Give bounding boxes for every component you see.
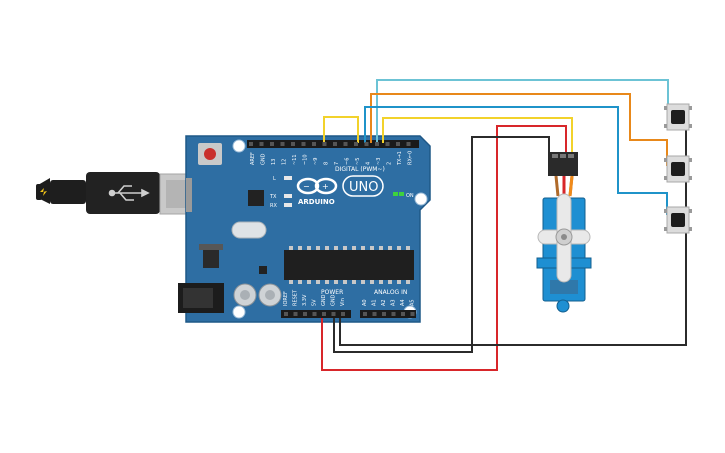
digital-pin-label-2: 13 [271, 159, 277, 165]
arduino-uno-board[interactable]: L TX RX ON − + ARDUINO UNO AREF GND 13 12 ~1… [178, 135, 431, 323]
pushbutton-middle[interactable] [664, 155, 692, 183]
digital-pin-label-3: 12 [282, 159, 288, 165]
reset-button-cap [204, 148, 216, 160]
analog-header-label: ANALOG IN [374, 289, 407, 296]
svg-text:−: − [303, 182, 310, 191]
analog-pin-label-2: A2 [381, 299, 387, 306]
voltage-regulator [203, 248, 219, 268]
pushbutton-bottom[interactable] [664, 206, 692, 234]
wire-black-servo [333, 136, 550, 353]
digital-pin-label-15: RX←0 [408, 151, 414, 165]
wire-yellow-left [323, 116, 359, 143]
arduino-logo-icon: − + [296, 177, 338, 195]
on-label: ON [406, 193, 414, 199]
led-indicators: L TX RX ON [269, 176, 414, 209]
power-pin-label-5: GND [331, 294, 337, 306]
analog-pin-label-3: A3 [391, 299, 397, 306]
digital-pin-label-12: ~3 [376, 158, 382, 165]
digital-pin-label-1: GND [261, 153, 267, 165]
brand-label: ARDUINO [298, 198, 335, 206]
wire-yellow-right [382, 117, 573, 156]
crystal [231, 221, 267, 239]
digital-pin-label-5: ~10 [303, 154, 309, 165]
mcu-pins [289, 246, 410, 284]
power-pin-label-1: RESET [293, 289, 299, 306]
digital-pin-label-11: 4 [366, 162, 372, 165]
servo-horn [537, 193, 591, 283]
servo-motor[interactable] [536, 152, 592, 313]
digital-pin-label-0: AREF [250, 152, 256, 165]
digital-pin-label-9: ~6 [345, 158, 351, 165]
digital-pin-label-14: TX→1 [397, 151, 403, 166]
digital-pin-label-4: ~11 [292, 154, 298, 165]
led-l-label: L [273, 176, 276, 182]
pushbutton-top[interactable] [664, 103, 692, 131]
wire-black-buttons [339, 210, 687, 346]
usb-icon [108, 185, 150, 201]
power-pin-label-4: GND [321, 294, 327, 306]
led-rx-label: RX [270, 203, 277, 209]
digital-header-label: DIGITAL (PWM~) [335, 166, 385, 173]
power-header-label: POWER [321, 289, 343, 296]
analog-pin-label-1: A1 [372, 299, 378, 306]
analog-header [360, 310, 416, 318]
usb-chip [248, 190, 264, 206]
model-label: UNO [349, 180, 378, 195]
svg-text:+: + [322, 182, 329, 191]
wire-cyan [376, 79, 677, 143]
power-pin-label-3: 5V [312, 299, 318, 306]
model-badge [342, 175, 384, 197]
small-ic [259, 266, 267, 274]
analog-pin-label-5: A5 [410, 299, 416, 306]
digital-pin-labels: AREF GND 13 12 ~11 ~10 ~9 8 7 ~6 ~5 4 ~3 2 TX→1 RX←0 [250, 151, 414, 166]
led-tx-label: TX [269, 194, 277, 200]
power-pin-label-2: 3.3V [302, 294, 308, 306]
digital-pin-label-10: ~5 [355, 158, 361, 165]
digital-pin-label-13: 2 [387, 162, 393, 165]
analog-pin-label-4: A4 [400, 299, 406, 306]
digital-pin-label-8: 7 [334, 162, 340, 165]
power-pin-label-0: IOREF [283, 291, 289, 306]
usb-port [186, 178, 192, 212]
usb-cable [36, 172, 195, 215]
digital-pin-label-6: ~9 [313, 158, 319, 165]
power-pin-label-6: Vin [340, 298, 346, 306]
analog-pin-label-0: A0 [362, 299, 368, 306]
digital-pin-label-7: 8 [324, 162, 330, 165]
atmega-chip [284, 250, 414, 280]
header-holes [249, 142, 415, 316]
wire-red [321, 125, 567, 371]
